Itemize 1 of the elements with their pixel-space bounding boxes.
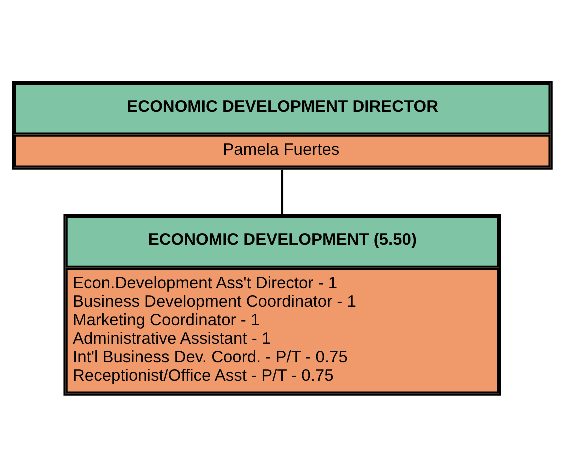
connector: [281, 169, 284, 214]
